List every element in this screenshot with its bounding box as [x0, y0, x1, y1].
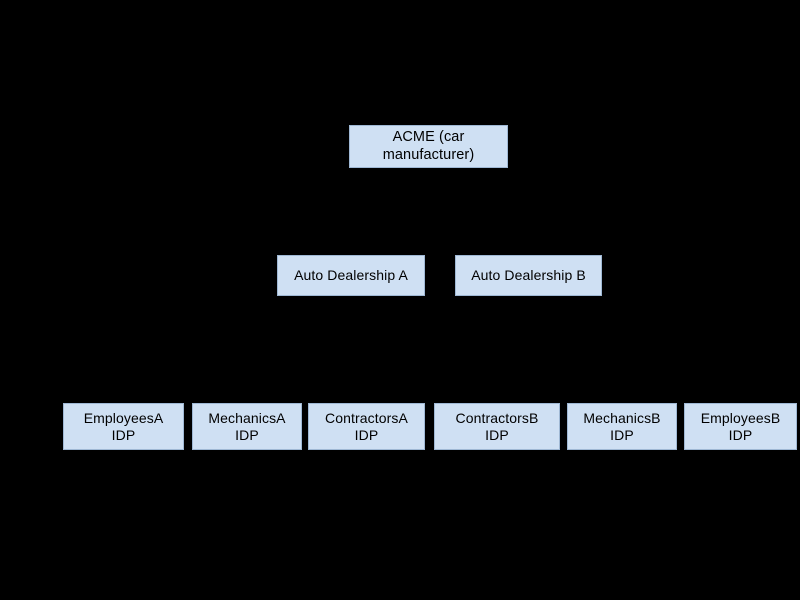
node-acme[interactable]: ACME (car manufacturer)	[349, 125, 508, 168]
node-contractors-b-idp[interactable]: ContractorsB IDP	[434, 403, 560, 450]
node-employees-b-idp[interactable]: EmployeesB IDP	[684, 403, 797, 450]
node-contractors-a-idp[interactable]: ContractorsA IDP	[308, 403, 425, 450]
node-mechanics-b-idp[interactable]: MechanicsB IDP	[567, 403, 677, 450]
node-auto-dealership-a[interactable]: Auto Dealership A	[277, 255, 425, 296]
node-auto-dealership-b[interactable]: Auto Dealership B	[455, 255, 602, 296]
node-employees-a-idp[interactable]: EmployeesA IDP	[63, 403, 184, 450]
node-mechanics-a-idp[interactable]: MechanicsA IDP	[192, 403, 302, 450]
